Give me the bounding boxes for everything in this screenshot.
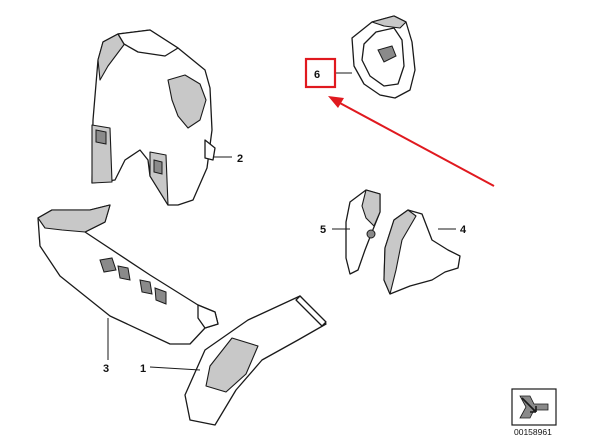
part-4-side-cover[interactable]	[383, 209, 461, 295]
part-5-side-trim[interactable]	[345, 189, 381, 275]
callout-1: 1	[140, 363, 146, 375]
callout-6: 6	[314, 69, 320, 81]
highlight-arrow	[328, 96, 495, 187]
export-arrow-icon	[519, 395, 549, 419]
diagram-id-block: 00158961	[511, 388, 557, 437]
leader-1	[149, 366, 201, 371]
highlight-box	[304, 57, 337, 89]
part-2-console-trim[interactable]	[91, 29, 216, 206]
callout-2: 2	[237, 153, 243, 165]
callout-4: 4	[460, 224, 467, 236]
part-1-liner[interactable]	[184, 295, 327, 426]
callout-3: 3	[103, 363, 109, 375]
part-6-frame[interactable]	[351, 15, 416, 99]
part-3-trim-bar[interactable]	[37, 204, 219, 345]
callout-5: 5	[320, 224, 326, 236]
diagram-number: 00158961	[514, 427, 552, 437]
